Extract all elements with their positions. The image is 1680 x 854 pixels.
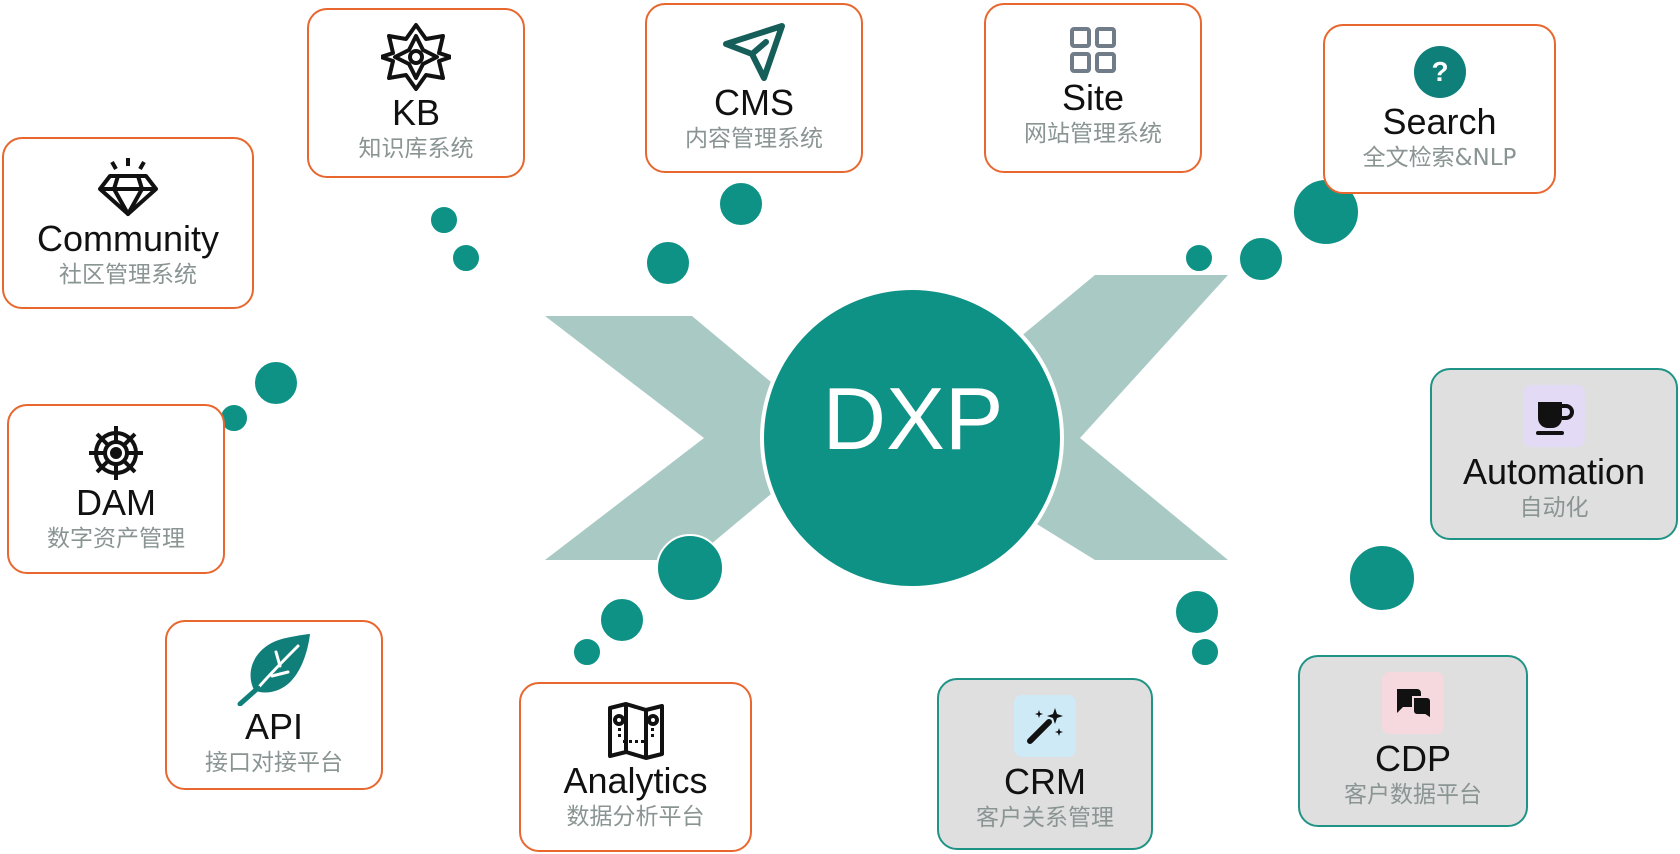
- dam-subtitle: 数字资产管理: [47, 526, 185, 553]
- analytics-title: Analytics: [563, 760, 708, 802]
- automation-icon-tile: [1523, 385, 1585, 448]
- site-subtitle: 网站管理系统: [1024, 121, 1162, 148]
- crm-title: CRM: [1004, 761, 1086, 803]
- kb-subtitle: 知识库系统: [358, 136, 474, 163]
- api-subtitle: 接口对接平台: [205, 750, 343, 777]
- question-icon: ?: [1413, 46, 1466, 99]
- analytics-subtitle: 数据分析平台: [566, 804, 705, 831]
- cdp-title: CDP: [1374, 738, 1451, 780]
- cdp-icon-tile: [1382, 672, 1444, 735]
- chat-bubbles-icon: [1397, 689, 1432, 722]
- crm-subtitle: 客户关系管理: [976, 805, 1114, 832]
- crm-card[interactable]: CRM 客户关系管理: [937, 678, 1153, 850]
- left-chevron: [545, 316, 838, 560]
- cms-title: CMS: [714, 82, 794, 124]
- automation-card[interactable]: Automation 自动化: [1430, 368, 1678, 540]
- grid-icon: [1070, 27, 1116, 74]
- search-subtitle: 全文检索&NLP: [1362, 145, 1517, 172]
- dam-title: DAM: [76, 482, 156, 524]
- connector-dots: [219, 178, 1416, 667]
- cms-subtitle: 内容管理系统: [685, 126, 823, 153]
- send-icon: [723, 23, 785, 82]
- kb-card[interactable]: KB 知识库系统: [307, 8, 525, 178]
- analytics-card[interactable]: Analytics 数据分析平台: [519, 682, 752, 852]
- dxp-hub: [760, 286, 1064, 590]
- cms-card[interactable]: CMS 内容管理系统: [645, 3, 863, 173]
- wheel-icon: [89, 426, 143, 481]
- automation-subtitle: 自动化: [1519, 495, 1589, 522]
- api-card[interactable]: API 接口对接平台: [165, 620, 383, 790]
- kb-title: KB: [391, 92, 441, 134]
- dam-card[interactable]: DAM 数字资产管理: [7, 404, 225, 574]
- search-card[interactable]: ? Search 全文检索&NLP: [1323, 24, 1556, 194]
- community-title: Community: [36, 218, 220, 260]
- crm-icon-tile: [1014, 695, 1076, 758]
- leaf-icon: [237, 634, 310, 707]
- api-title: API: [244, 706, 304, 748]
- dxp-label: DXP: [822, 369, 1004, 468]
- flower-icon: [381, 23, 451, 92]
- community-subtitle: 社区管理系统: [59, 262, 197, 289]
- community-card[interactable]: Community 社区管理系统: [2, 137, 254, 309]
- cdp-card[interactable]: CDP 客户数据平台: [1298, 655, 1528, 827]
- automation-title: Automation: [1462, 451, 1646, 493]
- site-card[interactable]: Site 网站管理系统: [984, 3, 1202, 173]
- site-title: Site: [1061, 77, 1125, 119]
- map-icon: [607, 702, 664, 761]
- search-title: Search: [1382, 101, 1497, 143]
- magic-wand-icon: [1027, 708, 1063, 745]
- svg-text:?: ?: [1431, 56, 1448, 87]
- coffee-cup-icon: [1536, 402, 1574, 436]
- diamond-icon: [98, 158, 158, 217]
- cdp-subtitle: 客户数据平台: [1344, 782, 1482, 809]
